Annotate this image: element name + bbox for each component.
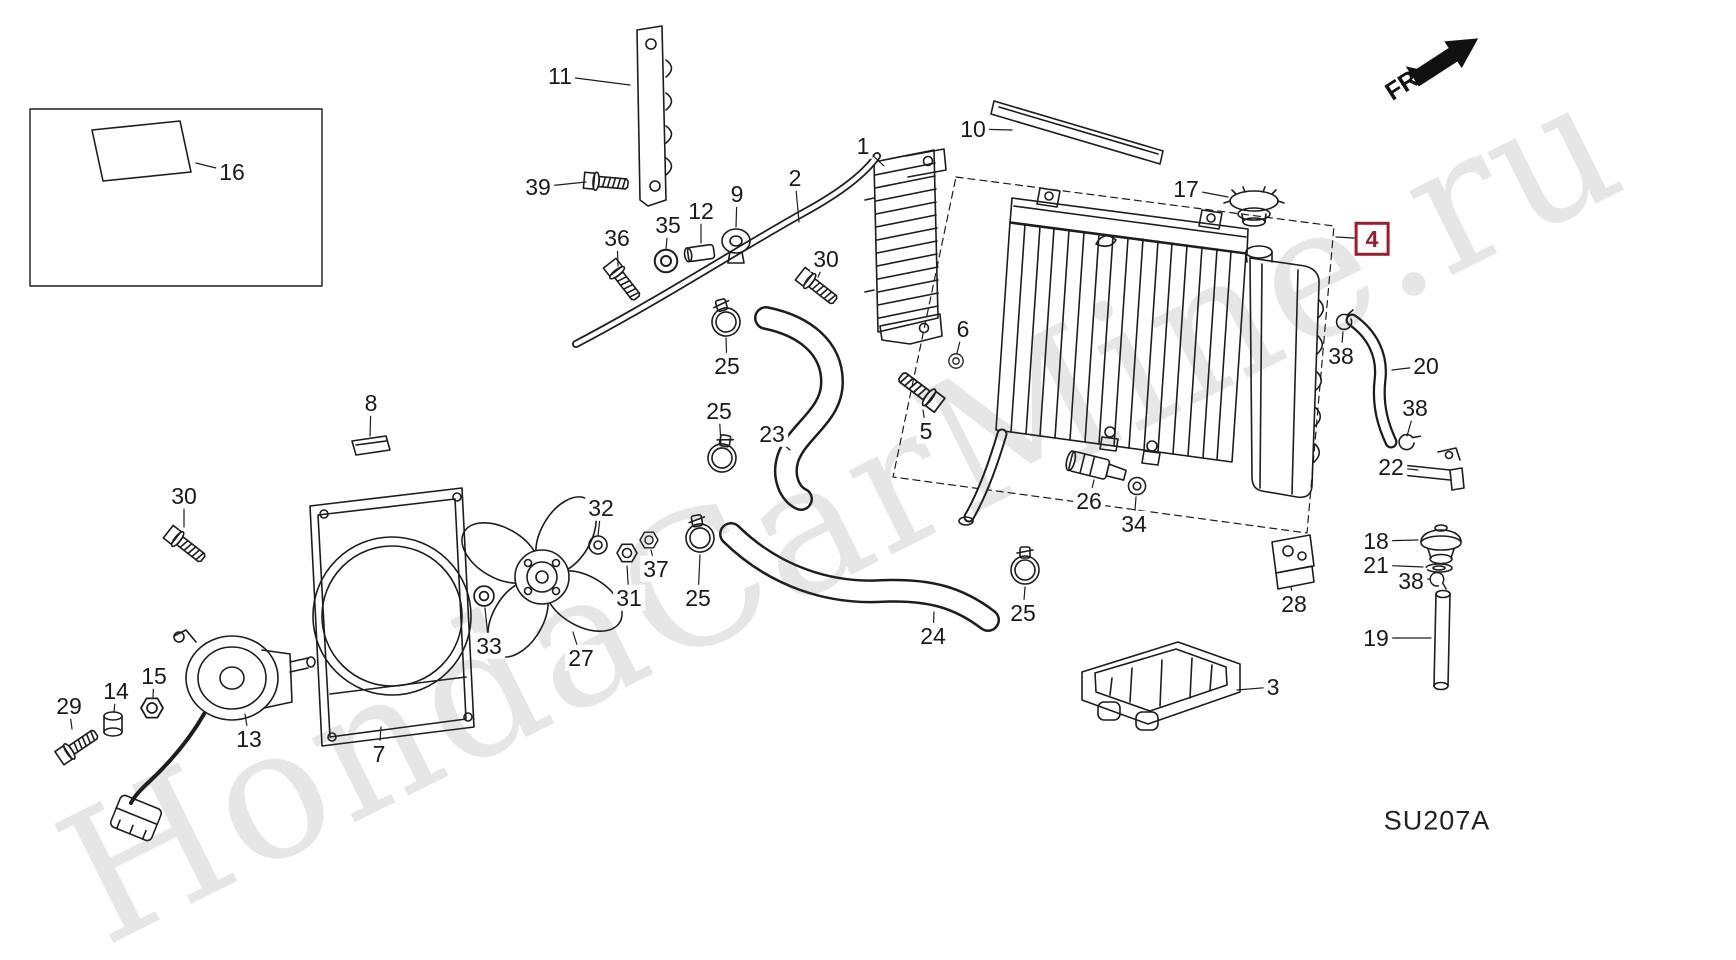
part-callout-1[interactable]: 1 (853, 132, 873, 160)
part-20-hose (1345, 313, 1398, 449)
part-callout-8[interactable]: 8 (361, 389, 381, 417)
part-callout-23[interactable]: 23 (756, 420, 788, 448)
part-callout-19[interactable]: 19 (1360, 624, 1392, 652)
part-callout-25[interactable]: 25 (711, 352, 743, 380)
part-callout-6[interactable]: 6 (953, 315, 973, 343)
part-19-tube (1433, 589, 1451, 691)
part-27-fan (461, 496, 623, 658)
part-callout-15[interactable]: 15 (138, 662, 170, 690)
part-callout-2[interactable]: 2 (785, 164, 805, 192)
part-callout-21[interactable]: 21 (1360, 551, 1392, 579)
part-callout-20[interactable]: 20 (1410, 352, 1442, 380)
part-17-radiator-cap (1223, 186, 1285, 227)
part-callout-25[interactable]: 25 (682, 584, 714, 612)
fr-arrow-icon (1405, 38, 1479, 87)
part-12-collar (683, 243, 716, 263)
frame-box (29, 108, 323, 287)
part-1-oil-cooler (864, 148, 947, 345)
part-callout-39[interactable]: 39 (522, 173, 554, 201)
part-callout-5[interactable]: 5 (916, 417, 936, 445)
part-callout-12[interactable]: 12 (685, 197, 717, 225)
part-callout-26[interactable]: 26 (1073, 487, 1105, 515)
part-callout-24[interactable]: 24 (917, 622, 949, 650)
part-7-fan-shroud (309, 487, 475, 747)
part-callout-37[interactable]: 37 (640, 555, 672, 583)
part-callout-11[interactable]: 11 (545, 62, 575, 90)
part-callout-32[interactable]: 32 (585, 494, 617, 522)
part-10-strip (990, 100, 1164, 165)
part-2-hose (572, 152, 881, 348)
part-callout-18[interactable]: 18 (1360, 527, 1392, 555)
part-8-pad (351, 435, 391, 456)
part-callout-38[interactable]: 38 (1395, 567, 1427, 595)
part-callout-27[interactable]: 27 (565, 644, 597, 672)
part-callout-9[interactable]: 9 (727, 180, 747, 208)
part-callout-38[interactable]: 38 (1399, 394, 1431, 422)
part-23-hose (754, 306, 844, 511)
part-callout-3[interactable]: 3 (1263, 673, 1283, 701)
part-callout-17[interactable]: 17 (1170, 175, 1202, 203)
part-callout-14[interactable]: 14 (100, 677, 132, 705)
part-callout-4[interactable]: 4 (1354, 221, 1390, 257)
part-callout-34[interactable]: 34 (1118, 510, 1150, 538)
part-callout-35[interactable]: 35 (652, 211, 684, 239)
part-callout-13[interactable]: 13 (233, 725, 265, 753)
part-callout-29[interactable]: 29 (53, 692, 85, 720)
part-callout-28[interactable]: 28 (1278, 590, 1310, 618)
part-callout-25[interactable]: 25 (1007, 599, 1039, 627)
part-callout-22[interactable]: 22 (1375, 453, 1407, 481)
part-11-bracket (636, 25, 673, 207)
part-13-fan-motor (109, 629, 316, 842)
part-18-cap (1420, 524, 1462, 565)
part-callout-30[interactable]: 30 (810, 245, 842, 273)
diagram-code: SU207A (1383, 805, 1491, 836)
part-callout-16[interactable]: 16 (216, 158, 248, 186)
part-callout-7[interactable]: 7 (369, 740, 389, 768)
part-callout-38[interactable]: 38 (1325, 342, 1357, 370)
part-24-hose (719, 522, 1000, 632)
part-16-plate (91, 120, 192, 182)
part-callout-36[interactable]: 36 (601, 224, 633, 252)
part-callout-10[interactable]: 10 (957, 115, 989, 143)
part-26-valve (1065, 450, 1127, 481)
part-callout-30[interactable]: 30 (168, 482, 200, 510)
part-9-mount (721, 228, 751, 264)
part-callout-33[interactable]: 33 (473, 632, 505, 660)
part-28-bracket (1271, 534, 1315, 590)
part-4-radiator (892, 176, 1335, 534)
part-14-spacer (103, 711, 123, 737)
part-callout-31[interactable]: 31 (613, 584, 645, 612)
part-3-lower-tray (1081, 641, 1241, 731)
part-callout-25[interactable]: 25 (703, 397, 735, 425)
